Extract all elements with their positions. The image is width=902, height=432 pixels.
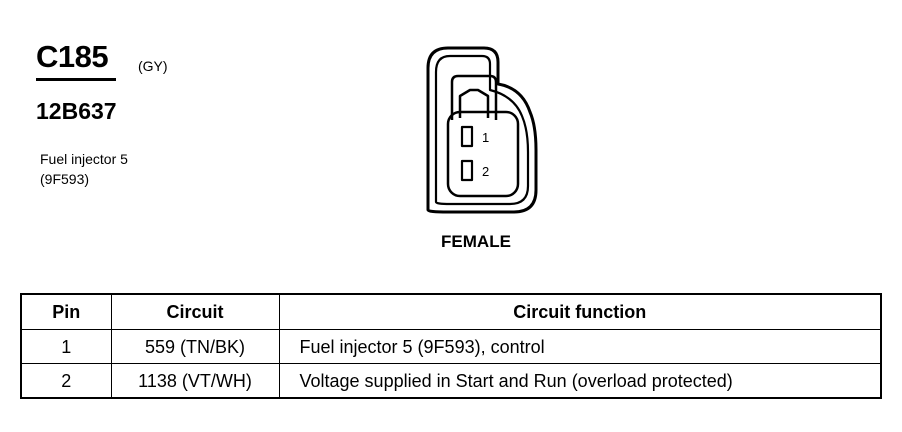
circuit-cell: 559 (TN/BK) xyxy=(110,329,280,364)
pin-2-terminal xyxy=(460,159,474,182)
pin-cell: 1 xyxy=(20,329,112,364)
connector-id: C185 xyxy=(36,39,109,74)
locking-tab-icon xyxy=(450,74,498,120)
part-number: 12B637 xyxy=(36,98,117,124)
connector-housing-inner xyxy=(434,54,530,206)
pin-1-label: 1 xyxy=(482,130,489,145)
table-header-row: Pin Circuit Circuit function xyxy=(20,293,882,330)
connector-housing-outline xyxy=(426,46,538,214)
table-row: 1 559 (TN/BK) Fuel injector 5 (9F593), c… xyxy=(20,329,882,364)
connector-color: (GY) xyxy=(138,58,168,74)
description-line-2: (9F593) xyxy=(40,171,90,187)
connector-gender-label: FEMALE xyxy=(441,232,511,251)
function-cell: Fuel injector 5 (9F593), control xyxy=(278,329,882,364)
pin-cavity-body xyxy=(446,110,520,198)
pin-1-terminal xyxy=(460,125,474,148)
pin-2-label: 2 xyxy=(482,164,489,179)
description-line-1: Fuel injector 5 xyxy=(40,151,128,167)
connector-face-diagram: 1 2 xyxy=(426,46,538,214)
connector-id-underline xyxy=(36,78,116,81)
function-cell: Voltage supplied in Start and Run (overl… xyxy=(278,363,882,399)
header-circuit: Circuit xyxy=(110,293,280,330)
pin-cell: 2 xyxy=(20,363,112,399)
circuit-cell: 1138 (VT/WH) xyxy=(110,363,280,399)
header-pin: Pin xyxy=(20,293,112,330)
header-circuit-function: Circuit function xyxy=(278,293,882,330)
pin-table: Pin Circuit Circuit function 1 559 (TN/B… xyxy=(20,293,882,399)
table-row: 2 1138 (VT/WH) Voltage supplied in Start… xyxy=(20,363,882,399)
locking-tab-inner-icon xyxy=(458,88,490,118)
